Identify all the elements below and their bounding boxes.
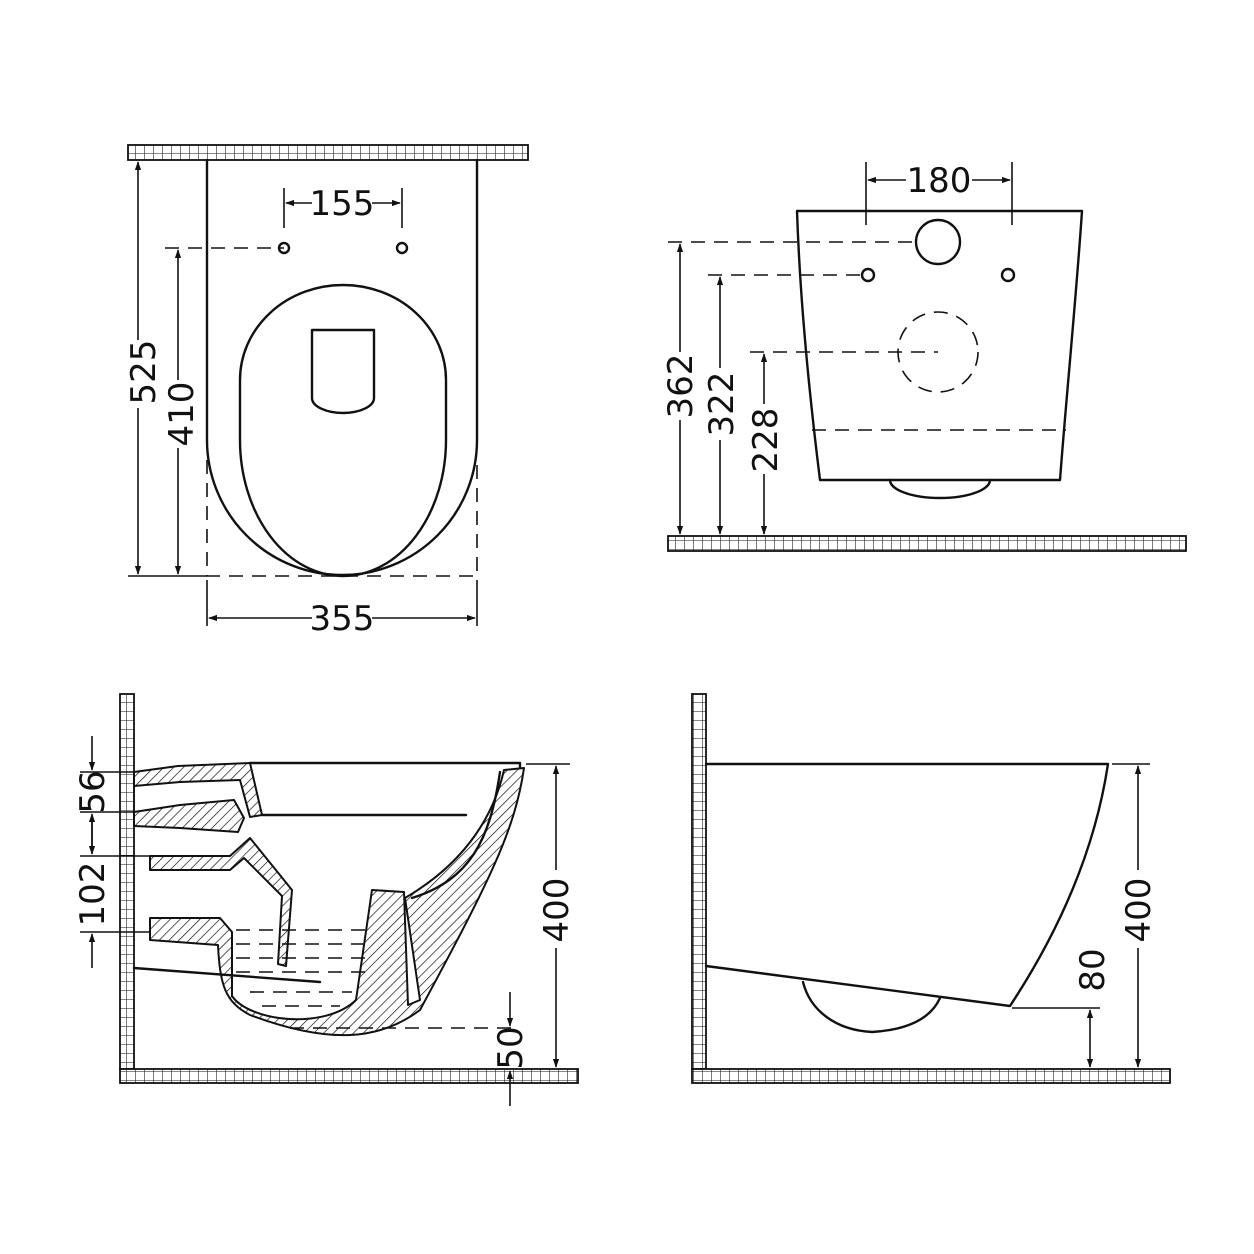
bolt-hole-right [1000, 267, 1016, 283]
base-line [132, 966, 322, 984]
bowl-opening [310, 328, 376, 415]
dim-label-410: 410 [162, 382, 202, 447]
floor-strip [691, 1068, 1171, 1084]
dim-label-50: 50 [491, 1026, 531, 1069]
wall-strip [119, 693, 135, 1070]
dim-label-228: 228 [746, 408, 786, 473]
dim-label-322: 322 [702, 372, 742, 437]
wall-strip [127, 144, 529, 161]
top-view: 155 525 410 355 [124, 144, 529, 639]
inner-wall [410, 770, 502, 900]
rear-view: 180 362 322 228 [661, 161, 1187, 552]
dim-label-155: 155 [310, 184, 375, 224]
envelope-dashed [206, 460, 478, 577]
fixing-hole-left [277, 241, 291, 255]
rim-section [133, 762, 263, 818]
bowl-section [149, 767, 525, 1037]
inlet-section [133, 799, 245, 833]
dim-label-80: 80 [1073, 948, 1113, 991]
base-curve [801, 980, 942, 1034]
rear-outline [795, 209, 1084, 482]
dim-label-180: 180 [907, 161, 972, 201]
base-curve [888, 478, 992, 500]
dim-label-362: 362 [661, 354, 701, 419]
side-view: 400 80 [691, 693, 1171, 1084]
side-outline [704, 762, 1110, 1008]
inlet-circle [914, 218, 962, 266]
fixing-hole-right [395, 241, 409, 255]
dim-label-56: 56 [73, 770, 113, 813]
floor-strip [119, 1068, 579, 1084]
bolt-hole-left [860, 267, 876, 283]
dim-label-400-side: 400 [1119, 878, 1159, 943]
dim-label-102: 102 [73, 862, 113, 927]
trapway-section [149, 837, 293, 967]
dim-label-525: 525 [124, 340, 164, 405]
rim-top-line [248, 761, 522, 770]
section-view: 56 102 400 50 [73, 693, 579, 1106]
dim-label-355: 355 [310, 599, 375, 639]
wall-strip [691, 693, 707, 1070]
seat-outline [238, 283, 448, 578]
dim-label-400-section: 400 [537, 878, 577, 943]
floor-strip [667, 535, 1187, 552]
